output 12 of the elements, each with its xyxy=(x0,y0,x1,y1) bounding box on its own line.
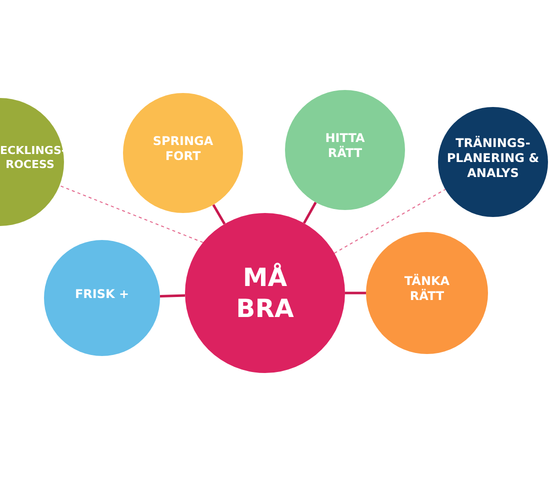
connector-line xyxy=(59,185,204,243)
topic-label: SPRINGA FORT xyxy=(152,134,214,164)
connector-line xyxy=(334,188,446,254)
topic-label: MÅ BRA xyxy=(235,262,295,324)
topic-label: TÄNKA RÄTT xyxy=(403,274,451,304)
connector-line xyxy=(345,292,366,294)
connector-line xyxy=(212,204,226,225)
topic-label: HITTA RÄTT xyxy=(324,131,366,161)
topic-label: FRISK + xyxy=(74,286,130,302)
connector-line xyxy=(160,294,186,298)
topic-label: TRÄNINGS- PLANERING & ANALYS xyxy=(446,136,540,180)
connector-line xyxy=(302,202,317,224)
